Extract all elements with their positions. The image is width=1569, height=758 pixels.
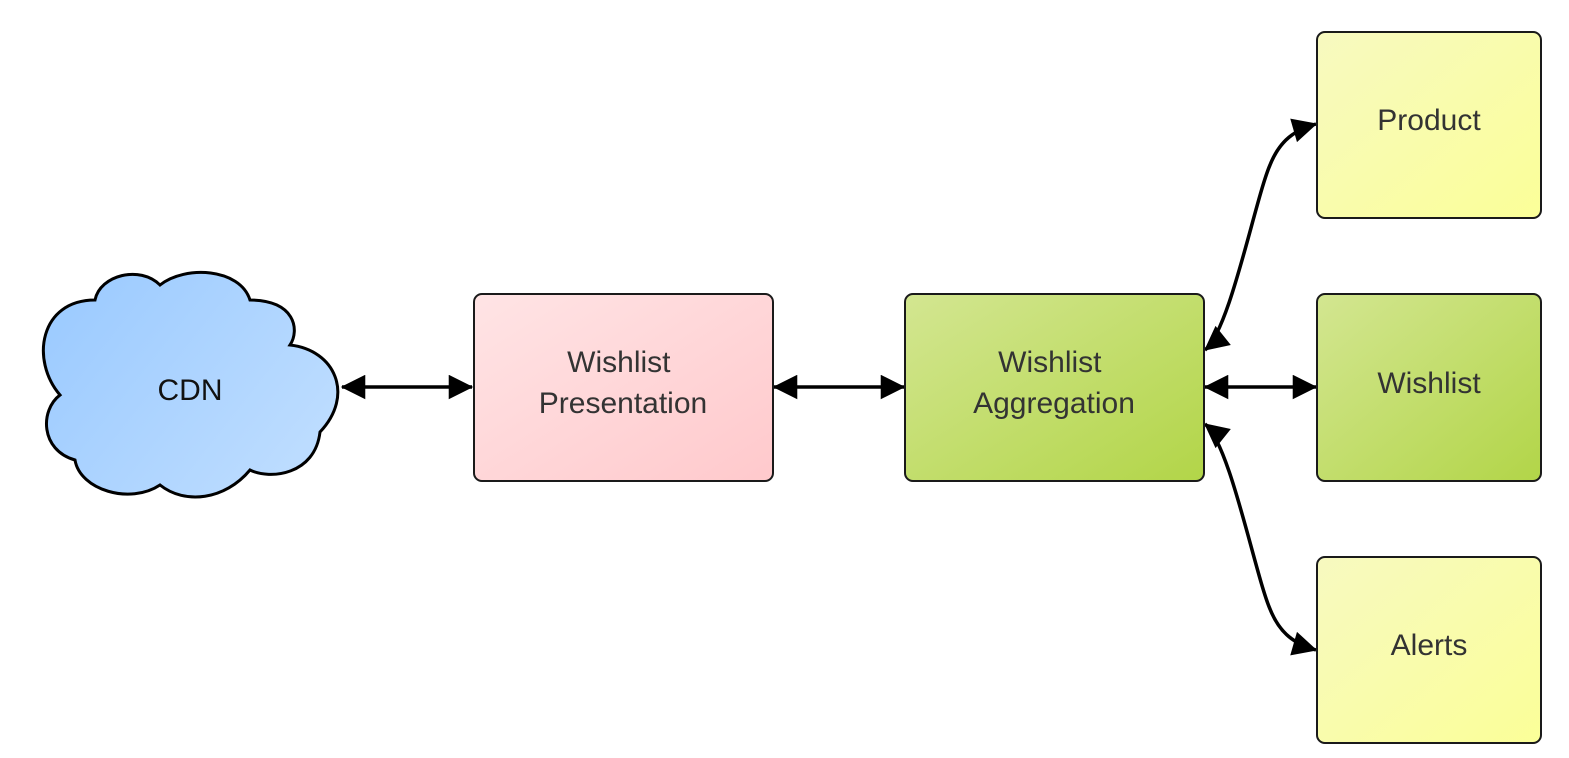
wishlist-presentation-label: Wishlist Presentation (539, 346, 707, 420)
wishlist-presentation-node: Wishlist Presentation (473, 293, 774, 482)
wishlist-aggregation-label-line-1: Wishlist (998, 346, 1102, 379)
cloud-icon (41, 271, 340, 499)
wishlist-service-box (1316, 293, 1542, 482)
alerts-node: Alerts (1316, 556, 1542, 744)
connector-aggregation-alerts (1203, 422, 1318, 656)
wishlist-aggregation-label: Wishlist Aggregation (973, 346, 1135, 420)
wishlist-presentation-label-line-1: Wishlist (567, 346, 671, 379)
cdn-label: CDN (158, 374, 223, 407)
product-label: Product (1377, 104, 1481, 137)
wishlist-aggregation-node: Wishlist Aggregation (904, 293, 1205, 482)
wishlist-presentation-label-line-2: Presentation (539, 387, 707, 420)
wishlist-service-node: Wishlist (1316, 293, 1542, 482)
wishlist-service-label: Wishlist (1377, 367, 1481, 400)
alerts-box (1316, 556, 1542, 744)
alerts-label: Alerts (1391, 629, 1468, 662)
wishlist-aggregation-label-line-2: Aggregation (973, 387, 1135, 420)
connectors (340, 118, 1318, 656)
product-node: Product (1316, 31, 1542, 219)
wishlist-aggregation-box (904, 293, 1205, 482)
product-box (1316, 31, 1542, 219)
connector-aggregation-product (1203, 118, 1318, 352)
cdn-node: CDN (41, 271, 340, 499)
wishlist-presentation-box (473, 293, 774, 482)
